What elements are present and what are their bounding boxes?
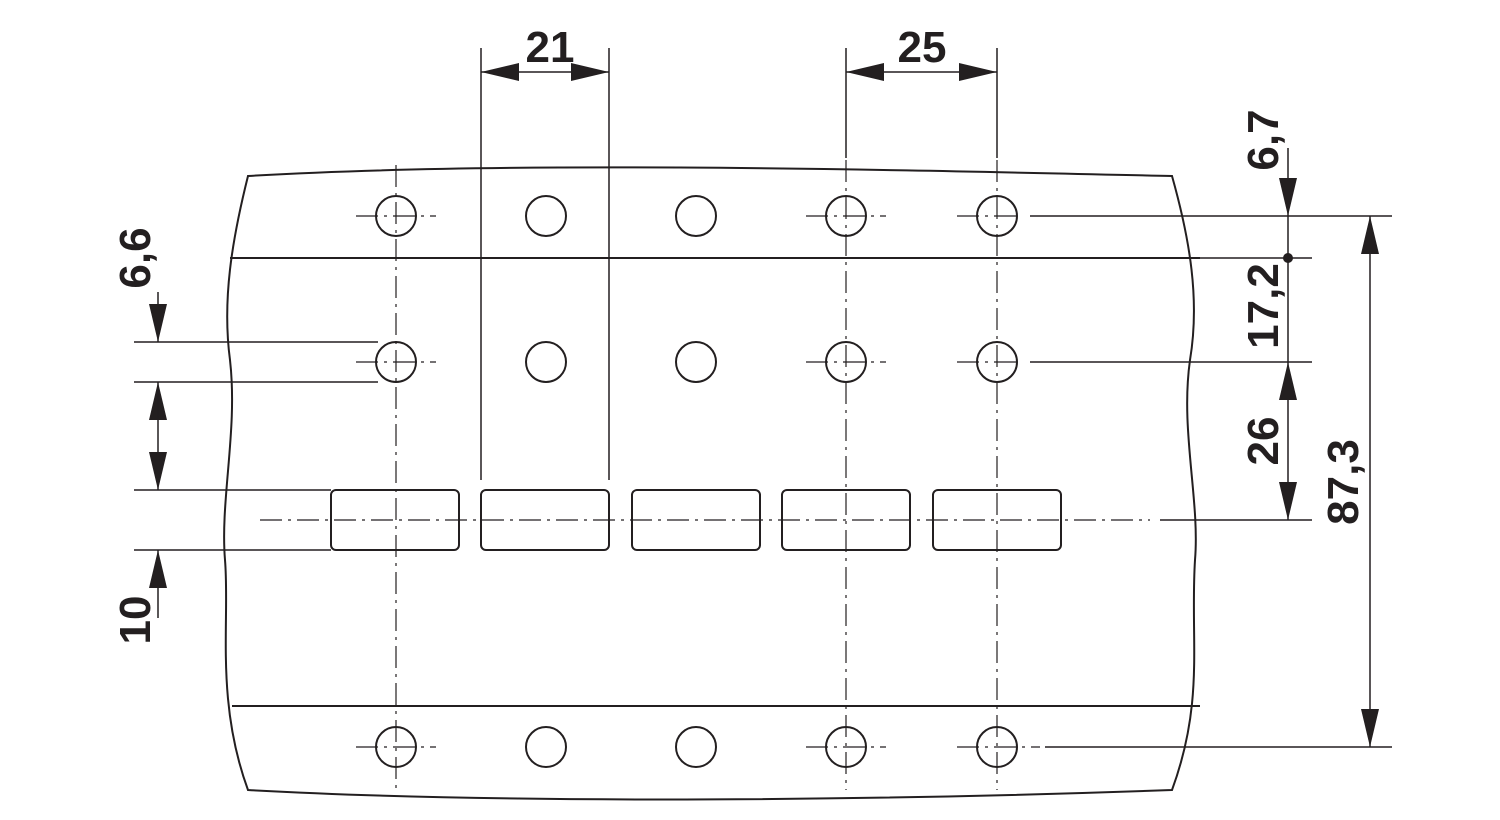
dimension-label-overall-height: 87,3: [1319, 439, 1368, 525]
dimension-label-top-offset: 6,7: [1239, 109, 1288, 170]
left-extension-lines: [134, 341, 378, 551]
dimension-label-slot-height: 10: [111, 596, 160, 645]
panel-outline: [223, 166, 1197, 801]
hole-center-marks: [356, 215, 1040, 748]
slot: [781, 489, 911, 551]
dimension-label-row-gap: 17,2: [1239, 263, 1288, 349]
hole: [525, 726, 567, 768]
dimension-pitch-left: 21: [480, 23, 610, 480]
dimension-label-slot-offset: 26: [1239, 417, 1288, 466]
hole: [675, 726, 717, 768]
slot: [330, 489, 460, 551]
slot: [932, 489, 1062, 551]
dimension-slot-offset: 26: [1239, 362, 1297, 520]
hole-row-top: [375, 195, 1018, 237]
slot: [631, 489, 761, 551]
slot: [480, 489, 610, 551]
dimension-label-left-offset: 6,6: [111, 227, 160, 288]
slot-row: [330, 489, 1062, 551]
hole: [525, 341, 567, 383]
dimension-left-span: [149, 382, 167, 490]
dimension-label-pitch-left: 21: [526, 23, 575, 72]
hole: [675, 195, 717, 237]
dimension-overall-height: 87,3: [1319, 216, 1379, 747]
dimension-row-gap: 17,2: [1239, 258, 1289, 362]
hole: [675, 341, 717, 383]
dimension-top-offset: 6,7: [1239, 109, 1297, 263]
hole-row-bottom: [375, 726, 1018, 768]
dimension-label-pitch-right: 25: [898, 23, 947, 72]
dimension-pitch-right: 25: [845, 23, 998, 158]
right-extension-lines: [1030, 215, 1392, 748]
hole: [525, 195, 567, 237]
vertical-centerlines: [395, 160, 998, 790]
hole-row-middle: [375, 341, 1018, 383]
dimension-slot-height: 10: [111, 550, 167, 644]
